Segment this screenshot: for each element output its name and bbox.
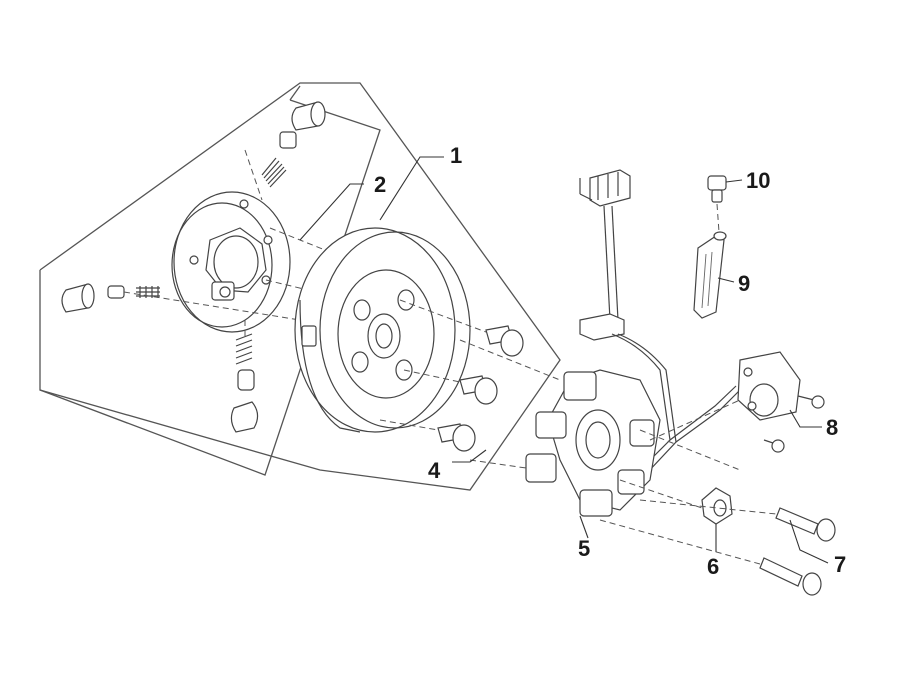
sensor-screw-1 [797,395,825,409]
callout-4: 4 [428,458,441,483]
stator [525,369,661,517]
stator-bolt-1 [775,507,836,542]
callout-6: 6 [707,554,719,579]
alignment-lines-center [379,299,561,471]
flywheel-rotor [294,227,471,433]
callout-10: 10 [746,168,770,193]
assembly-frame [39,82,561,491]
stator-bolt-2 [759,557,822,596]
rotor-bolt-3 [437,423,476,452]
stator-wire [579,205,741,485]
ramp-plate [171,191,291,333]
roller-left [61,283,160,313]
alignment-lines-right [599,399,777,565]
callout-5: 5 [578,536,590,561]
roller-top [279,131,297,149]
rotor-bolt-2 [459,375,498,405]
callout-1: 1 [450,143,462,168]
roller-cap-top [291,101,326,131]
stator-connector [579,169,631,207]
stator-nut [701,487,733,525]
rotor-bolt-1 [485,325,524,357]
sensor-screw-2 [763,439,785,453]
callout-2: 2 [374,172,386,197]
spring-bottom [230,333,259,433]
callout-7: 7 [834,552,846,577]
callout-9: 9 [738,271,750,296]
wire-clamp [693,231,727,319]
spring-top [261,157,287,188]
leader-lines [299,156,829,564]
clamp-bolt [707,175,727,233]
callout-8: 8 [826,415,838,440]
pulse-sensor [737,351,801,421]
